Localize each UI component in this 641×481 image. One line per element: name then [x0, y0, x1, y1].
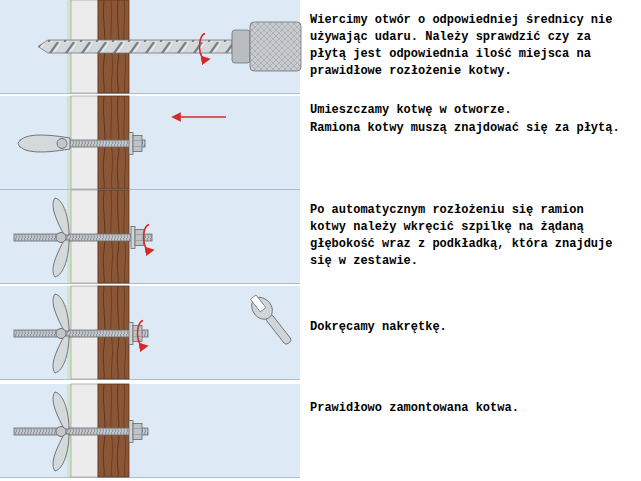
- step-text: Prawidłowo zamontowana kotwa.: [310, 400, 626, 417]
- panel-ground: [0, 384, 300, 478]
- wing-pivot: [57, 139, 67, 149]
- step-text: Umieszczamy kotwę w otworze.: [310, 102, 626, 119]
- drill-bit: [38, 40, 232, 53]
- step-text: Wiercimy otwór o odpowiedniej średnicy n…: [310, 12, 626, 80]
- panel-ground: [0, 96, 300, 190]
- anchor-wings: [53, 392, 69, 471]
- folded-wings: [18, 135, 70, 152]
- threaded-rod: [14, 428, 148, 435]
- anchor-wings: [53, 198, 69, 277]
- step-wings-open: [0, 190, 300, 284]
- panel-ground: [0, 190, 300, 284]
- step-finished: [0, 384, 300, 478]
- drill-chuck-body: [250, 22, 301, 71]
- step-text: Ramiona kotwy muszą znajdować się za pły…: [310, 120, 626, 137]
- step-drilling: [0, 0, 301, 94]
- drill-chuck: [232, 30, 250, 63]
- step-insert: [0, 96, 300, 190]
- step-text: Po automatycznym rozłożeniu się ramion k…: [310, 202, 626, 270]
- step-text: Dokręcamy nakrętkę.: [310, 319, 626, 336]
- insert-arrow: [176, 116, 226, 118]
- washer-nut: [129, 133, 142, 155]
- washer-nut: [131, 227, 144, 249]
- wrench: [246, 291, 296, 348]
- anchor-wings: [53, 294, 69, 373]
- panel-ground: [0, 0, 300, 94]
- panel-ground: [0, 286, 300, 380]
- step-tighten: [0, 286, 300, 380]
- washer-nut: [129, 323, 142, 345]
- threaded-rod: [14, 330, 148, 337]
- washer-nut: [129, 421, 142, 443]
- rotation-arrow: [143, 225, 150, 251]
- rotation-arrow: [199, 34, 206, 60]
- rotation-arrow: [137, 321, 144, 347]
